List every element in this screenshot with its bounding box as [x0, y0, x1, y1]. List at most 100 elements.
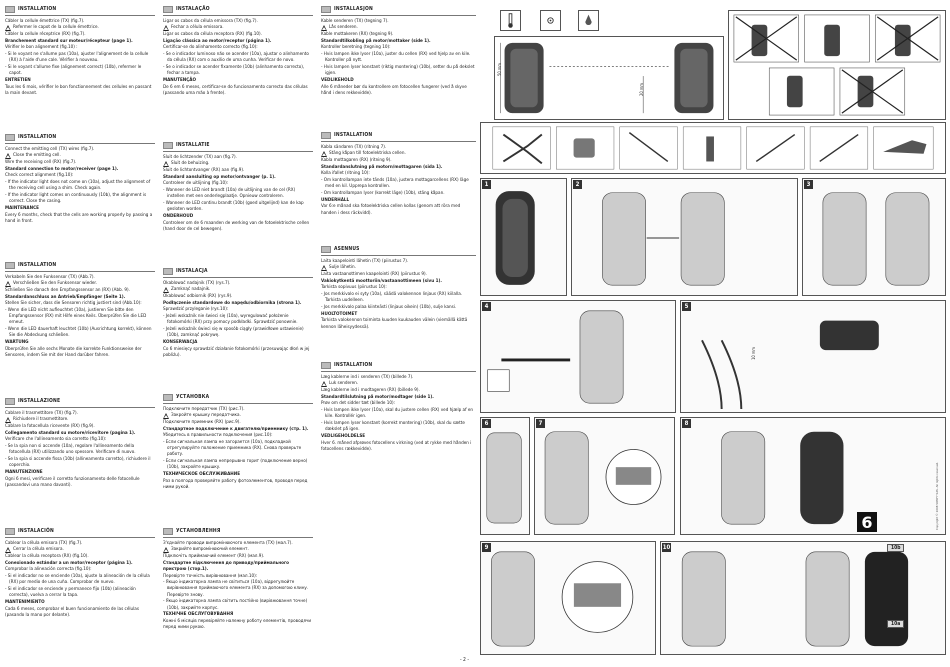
text-line: Kabla sändaren (TX) (ritning 7). [321, 144, 387, 150]
text-line: Standardtilslutning på motor/modtager (s… [321, 394, 434, 400]
warning-line: Lås senderen. [321, 25, 476, 32]
step-figure-7: 7 [534, 417, 675, 535]
dimension-label: 20 mm [638, 83, 644, 96]
warning-icon [321, 265, 327, 272]
section-title: INSTALAÇÃO [176, 6, 210, 13]
dimension-label: 50 mm [496, 63, 502, 76]
text-line: - Hvis lampen ikke lyser (10a), juster d… [321, 52, 471, 64]
divider [5, 143, 155, 144]
text-line: - If the indicator light comes on contin… [5, 192, 147, 205]
text-line: Every 6 months, check that the cells are… [5, 212, 153, 224]
warning-icon [163, 413, 169, 420]
warning-icon [321, 381, 327, 388]
section-nl: INSTALLATIE Sluit de lichtzender (TX) aa… [163, 142, 313, 233]
text-line: Подключите передатчик (TX) (рис.7). [163, 406, 245, 412]
flag-icon [321, 6, 331, 13]
flag-icon [163, 528, 173, 535]
text-line: - Якщо індикаторна лампа світить постійн… [163, 599, 308, 611]
subheading: WARTUNG [5, 340, 29, 346]
text-line: - Si el indicador no se enciende (10a), … [5, 574, 150, 586]
text-line: - Wanneer de LED niet brandt (10a) de ui… [163, 188, 296, 200]
incorrect-mounting-figure [728, 10, 946, 120]
section-sv: INSTALLATION Kabla sändaren (TX) (ritnin… [321, 132, 476, 217]
step-figure-3: 3 [802, 178, 946, 296]
tools-required-figure [480, 122, 946, 174]
text-line: - Wenn die LED nicht aufleuchtet (10a), … [5, 308, 147, 326]
text-line: Stäng kåpan till fotoelektriska cellen. [329, 151, 406, 157]
text-line: Überprüfen Sie alle sechs Monate die kor… [5, 346, 142, 358]
text-line: Câbler la cellule émettrice (TX) (fig.7)… [5, 18, 85, 24]
divider [163, 537, 313, 538]
warning-icon [5, 281, 11, 288]
divider [5, 15, 155, 16]
divider [163, 277, 313, 278]
section-title: INSTALLATION [18, 262, 57, 269]
step-figure-6: 6 [480, 417, 530, 535]
text-line: Lås senderen. [329, 25, 358, 31]
flag-icon [163, 394, 173, 401]
text-line: Стандартне підключення до приводу/прийма… [163, 560, 289, 572]
text-line: - Se o indicador luminoso não se acender… [163, 52, 309, 64]
text-line: Tarkista valokennon toiminta kuuden kuuk… [321, 318, 468, 330]
text-line: - Si le voyant s'allume fixe (alignement… [5, 64, 142, 77]
warning-icon [163, 161, 169, 168]
flag-icon [5, 398, 15, 405]
flag-icon [321, 132, 331, 139]
text-line: Laita vastaanottimen kaapelointi (RX) (p… [321, 271, 427, 277]
text-line: - Si le voyant ne s'allume pas (10a), aj… [5, 52, 149, 64]
warning-icon [163, 25, 169, 32]
flag-icon [5, 6, 15, 13]
flag-icon [321, 246, 331, 253]
warning-line: Закройте крышку передатчика. [163, 413, 313, 420]
text-line: Verificare che l'allineamento sia corret… [5, 437, 107, 443]
text-line: Prøv om det sidder tæt (billede 10): [321, 401, 396, 407]
text-line: Подключите приемник (RX) (рис.9). [163, 419, 241, 425]
text-line: Comprobar la alineación correcta (fig.10… [5, 567, 92, 573]
text-line: Standardanschluss an Antrieb/Empfänger (… [5, 294, 126, 300]
step-figure-4: 4 [480, 300, 676, 413]
text-line: Закройте крышку передатчика. [171, 413, 241, 419]
text-line: Sluit de lichtzender (TX) aan (fig.7). [163, 154, 237, 160]
subheading: ENTRETIEN [5, 77, 31, 83]
warning-line: Close the emitting cell. [5, 153, 155, 160]
text-line: Cablare la fotocellula ricevente (RX) (f… [5, 423, 95, 429]
warning-line: Verschließen Sie den Funksensor wieder. [5, 281, 155, 288]
text-line: - Wanneer de LED continu brandt (10b) (g… [163, 200, 304, 213]
warning-icon [321, 151, 327, 158]
divider [321, 15, 476, 16]
text-line: Certificar-se do alinhamento correcto (f… [163, 45, 258, 51]
text-line: - Si el indicador se enciende y permanec… [5, 586, 136, 599]
text-line: - Se la spia non si accende (10a), regol… [5, 444, 136, 456]
section-title: INSTALLASJON [334, 6, 373, 13]
warning-icon [5, 417, 11, 424]
text-line: Richiudere il trasmettitore. [13, 417, 69, 423]
text-line: Branchement standard sur moteur/récepteu… [5, 38, 133, 44]
text-line: - If the indicator light does not come o… [5, 180, 151, 192]
subheading: KONSERWACJA [163, 339, 198, 345]
flag-icon [321, 362, 331, 369]
section-title: INSTALLATIE [176, 142, 210, 149]
text-line: - Wenn die LED dauerhaft leuchtet (10b) … [5, 327, 152, 339]
divider [321, 371, 476, 372]
text-line: - Jos merkkivalo ei syty (10a), säädä va… [321, 292, 463, 304]
dimension-label: 10 mm [750, 347, 756, 360]
divider [163, 15, 313, 16]
divider [321, 141, 476, 142]
step-number: 6 [482, 419, 491, 428]
text-line: Vérifier le bon alignement (fig.10) : [5, 45, 78, 51]
label-10a: 10a [887, 620, 905, 628]
warning-icon [5, 25, 11, 32]
text-line: Kontroller beretning (tegning 10): [321, 45, 391, 51]
text-line: Læg kablerne ind i senderen (TX) (billed… [321, 374, 414, 380]
flag-icon [5, 262, 15, 269]
section-fi: ASENNUS Laita kaapelointi lähetin (TX) (… [321, 246, 476, 331]
text-line: Sluit de lichtontvanger (RX) aan (fig.9)… [163, 167, 245, 173]
section-title: INSTALLATION [18, 134, 57, 141]
text-line: - Se o indicador se acender fixamente (1… [163, 64, 305, 77]
text-line: Podłączenie standardowe do napędu/odbior… [163, 300, 302, 306]
text-line: Zamknąć nadajnik. [171, 287, 211, 293]
subheading: ONDERHOUD [163, 213, 194, 219]
text-line: Check correct alignment (fig.10): [5, 173, 74, 179]
section-title: INSTALACJA [176, 268, 208, 275]
subheading: ТЕХНІЧНЕ ОБСЛУГОВУВАННЯ [163, 612, 234, 618]
